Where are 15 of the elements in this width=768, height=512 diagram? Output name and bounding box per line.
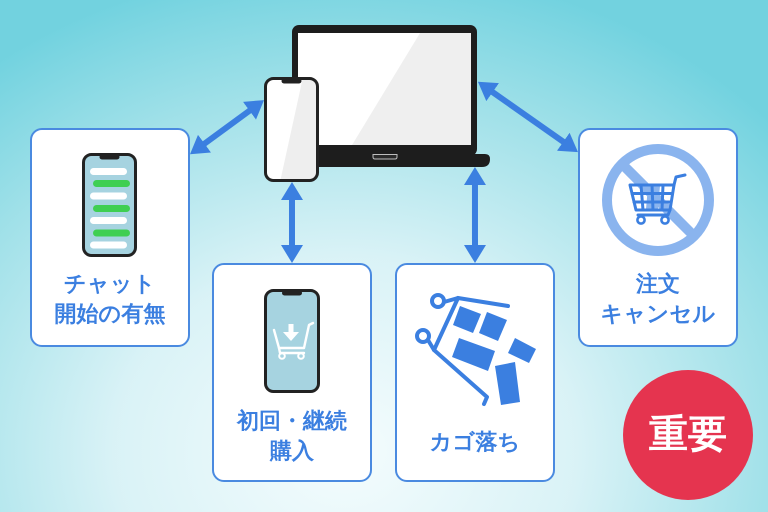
double-arrow	[190, 100, 264, 154]
category-card	[395, 263, 555, 482]
importance-label: 重要	[649, 413, 727, 457]
category-card	[30, 128, 190, 347]
category-card	[212, 263, 372, 482]
category-label: カゴ落ち	[430, 429, 520, 457]
category-label: 初回・継続購入	[237, 408, 347, 466]
category-card	[578, 128, 738, 347]
category-label: チャット開始の有無	[54, 271, 166, 329]
category-label: 注文キャンセル	[600, 271, 716, 329]
laptop-illustration	[292, 25, 490, 167]
double-arrow	[281, 182, 303, 263]
double-arrow	[478, 82, 578, 152]
smartphone-illustration	[264, 77, 319, 182]
double-arrow	[464, 167, 486, 263]
